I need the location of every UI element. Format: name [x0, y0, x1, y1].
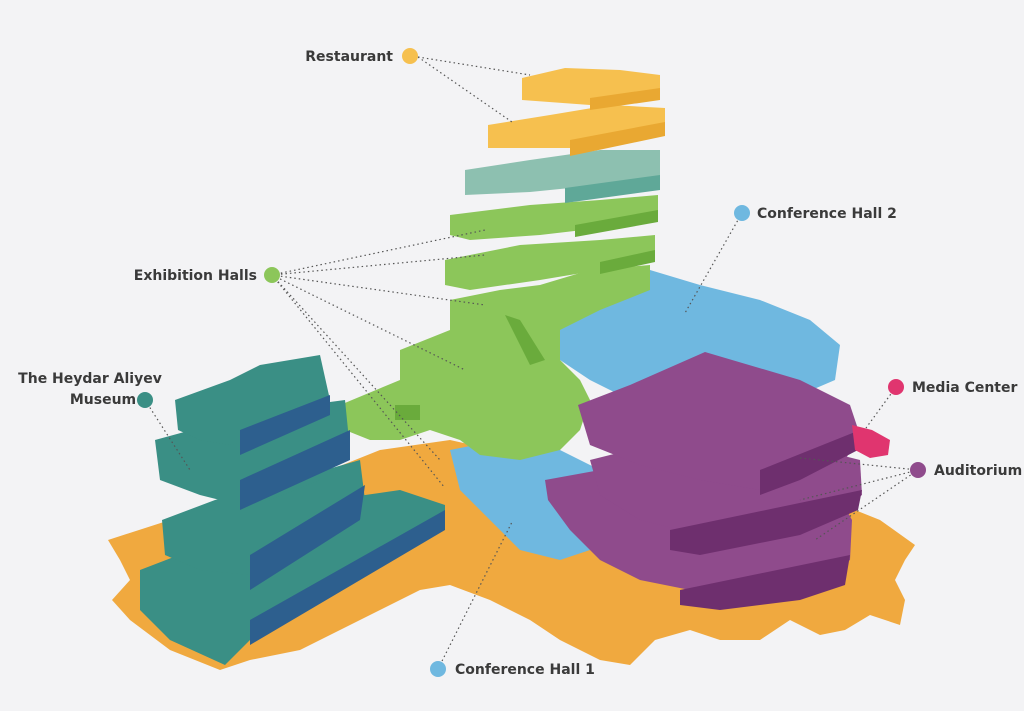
teal-slab [465, 150, 660, 195]
auditorium-dot [910, 462, 926, 478]
auditorium-label: Auditorium [934, 463, 1022, 479]
auditorium-base-side [680, 555, 850, 610]
auditorium-top-side [760, 430, 860, 495]
exhibition-slab-2 [450, 195, 658, 240]
media-center-dot [888, 379, 904, 395]
museum-label-line2: Museum [70, 392, 136, 408]
exhibition-halls-label: Exhibition Halls [134, 268, 257, 284]
restaurant-slab-upper-side [590, 88, 660, 110]
conference-hall-1-shape [450, 440, 605, 560]
media-center-shape [852, 425, 890, 458]
exhibition-halls-dot [264, 267, 280, 283]
conference-hall-1-dot [430, 661, 446, 677]
museum-top-side [240, 395, 330, 455]
museum-mid-side [250, 485, 365, 590]
museum-base [140, 490, 445, 665]
media-center-label: Media Center [912, 380, 1017, 396]
exhibition-slab-3-side [600, 250, 655, 274]
museum-base-side [250, 510, 445, 645]
auditorium-mid-side [670, 490, 862, 555]
exhibition-slab-2-side [575, 210, 658, 237]
museum-dot [137, 392, 153, 408]
museum-upper-side [240, 430, 350, 510]
conference-hall-2-shape [555, 270, 840, 395]
teal-slab-side [565, 175, 660, 203]
exhibition-slab-3 [445, 235, 655, 290]
museum-mid [162, 460, 365, 575]
exhibition-body-side [395, 315, 545, 420]
leader-lines [144, 56, 919, 670]
conference-hall-1-label: Conference Hall 1 [455, 662, 595, 678]
museum-label-line1: The Heydar Aliyev [18, 371, 162, 387]
restaurant-label: Restaurant [305, 49, 393, 65]
restaurant-dot [402, 48, 418, 64]
restaurant-slab-lower-side [570, 122, 665, 156]
conference-hall-2-dot [734, 205, 750, 221]
conference-hall-2-label: Conference Hall 2 [757, 206, 897, 222]
auditorium-top [578, 352, 860, 490]
